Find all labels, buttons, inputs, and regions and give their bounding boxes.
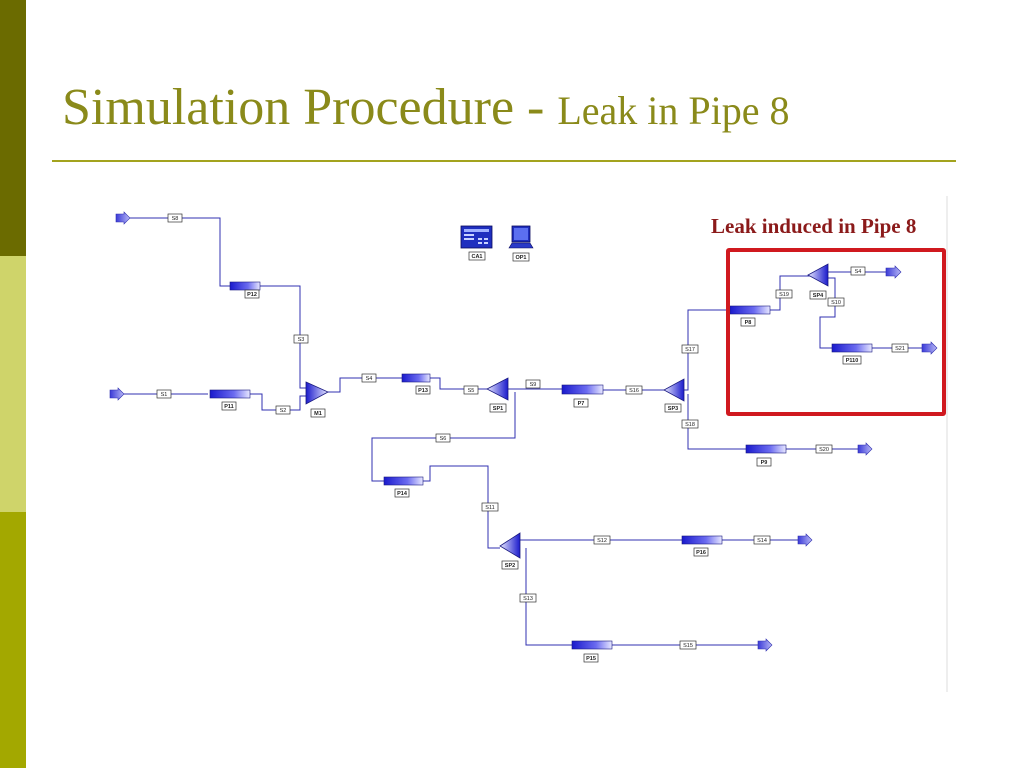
stream-label-s5: S5 xyxy=(468,388,475,394)
pipe-p11 xyxy=(209,389,251,399)
feed-arrow-icon xyxy=(109,387,125,401)
stream-label-s3: S3 xyxy=(298,337,305,343)
slide-title: Simulation Procedure - Leak in Pipe 8 xyxy=(62,82,790,134)
stream-label-s15: S15 xyxy=(683,643,693,649)
slide-title-separator: - xyxy=(514,79,558,136)
product-arrow-icon xyxy=(797,533,813,547)
product-arrow-icon xyxy=(921,341,938,355)
pipes xyxy=(209,281,873,650)
splitter-icon xyxy=(499,532,521,559)
pipe-label-p11: P11 xyxy=(224,404,233,410)
stream-label-s11: S11 xyxy=(485,505,494,511)
label-boxes xyxy=(156,213,909,663)
stream-labels: S8 S1 S2 S3 S4 S5 S9 S16 S17 S19 S4 S10 … xyxy=(161,216,905,649)
junction-label-sp4: SP4 xyxy=(813,293,824,299)
stream-label-s17: S17 xyxy=(685,347,695,353)
control-panel-icon xyxy=(460,225,493,249)
splitter-icon xyxy=(486,377,509,401)
mixer-icon xyxy=(305,381,329,405)
product-arrow-icon xyxy=(857,442,873,456)
junction-label-sp3: SP3 xyxy=(668,406,678,412)
stream-label-s13: S13 xyxy=(523,596,533,602)
stream-label-s4-out: S4 xyxy=(855,269,862,275)
pipe-label-p8: P8 xyxy=(745,320,752,326)
stream-label-s6: S6 xyxy=(440,436,447,442)
stream-label-s18: S18 xyxy=(685,422,695,428)
accent-band-middle xyxy=(0,256,26,512)
leak-annotation: Leak induced in Pipe 8 xyxy=(711,214,917,238)
pipe-p15 xyxy=(571,640,613,650)
leak-highlight-box xyxy=(726,248,946,416)
stream-label-s10: S10 xyxy=(831,300,841,306)
pipe-p13 xyxy=(401,373,431,383)
accent-band-top xyxy=(0,0,26,256)
icon-label-ca1: CA1 xyxy=(471,254,482,260)
stream-label-s12: S12 xyxy=(597,538,607,544)
slide-title-main: Simulation Procedure xyxy=(62,79,515,136)
pipe-p16 xyxy=(681,535,723,545)
title-underline xyxy=(52,160,956,162)
pipe-p9 xyxy=(745,444,787,454)
slide-title-sub: Leak in Pipe 8 xyxy=(557,88,790,133)
pipe-label-p7: P7 xyxy=(578,401,585,407)
stream-label-s16: S16 xyxy=(629,388,639,394)
computer-terminal-icon xyxy=(508,225,534,249)
stream-label-s2: S2 xyxy=(280,408,287,414)
stream-label-s20: S20 xyxy=(819,447,829,453)
pipe-p12 xyxy=(229,281,261,291)
pipe-label-p12: P12 xyxy=(247,292,257,298)
stream-label-s21: S21 xyxy=(895,346,905,352)
stream-label-s1: S1 xyxy=(161,392,168,398)
product-arrow-icon xyxy=(757,638,773,652)
stream-label-s14: S14 xyxy=(757,538,767,544)
pipe-p7 xyxy=(561,384,604,395)
junction-label-m1: M1 xyxy=(314,411,322,417)
stream-label-s9: S9 xyxy=(530,382,537,388)
stream-arrows xyxy=(109,211,938,652)
junctions xyxy=(305,263,829,559)
pipe-label-p110: P110 xyxy=(846,358,859,364)
pipe-label-p13: P13 xyxy=(418,388,428,394)
junction-label-sp1: SP1 xyxy=(493,406,503,412)
pipe-p8 xyxy=(729,305,771,315)
feed-arrow-icon xyxy=(115,211,131,225)
splitter-icon xyxy=(663,378,685,402)
stream-label-s4: S4 xyxy=(366,376,373,382)
pipe-p110 xyxy=(831,343,873,353)
unit-labels: P12 P11 M1 P13 SP1 P7 SP3 SP4 P8 P110 P9… xyxy=(224,254,858,662)
pipe-label-p16: P16 xyxy=(696,550,706,556)
pipe-label-p14: P14 xyxy=(397,491,408,497)
pipe-label-p15: P15 xyxy=(586,656,596,662)
stream-label-s8: S8 xyxy=(172,216,179,222)
product-arrow-icon xyxy=(885,265,902,279)
stream-label-s19: S19 xyxy=(779,292,789,298)
pipe-p14 xyxy=(383,476,424,486)
icon-label-op1: OP1 xyxy=(515,255,526,261)
accent-band-bottom xyxy=(0,512,26,768)
pipe-label-p9: P9 xyxy=(761,460,768,466)
junction-label-sp2: SP2 xyxy=(505,563,515,569)
splitter-icon xyxy=(807,263,829,287)
